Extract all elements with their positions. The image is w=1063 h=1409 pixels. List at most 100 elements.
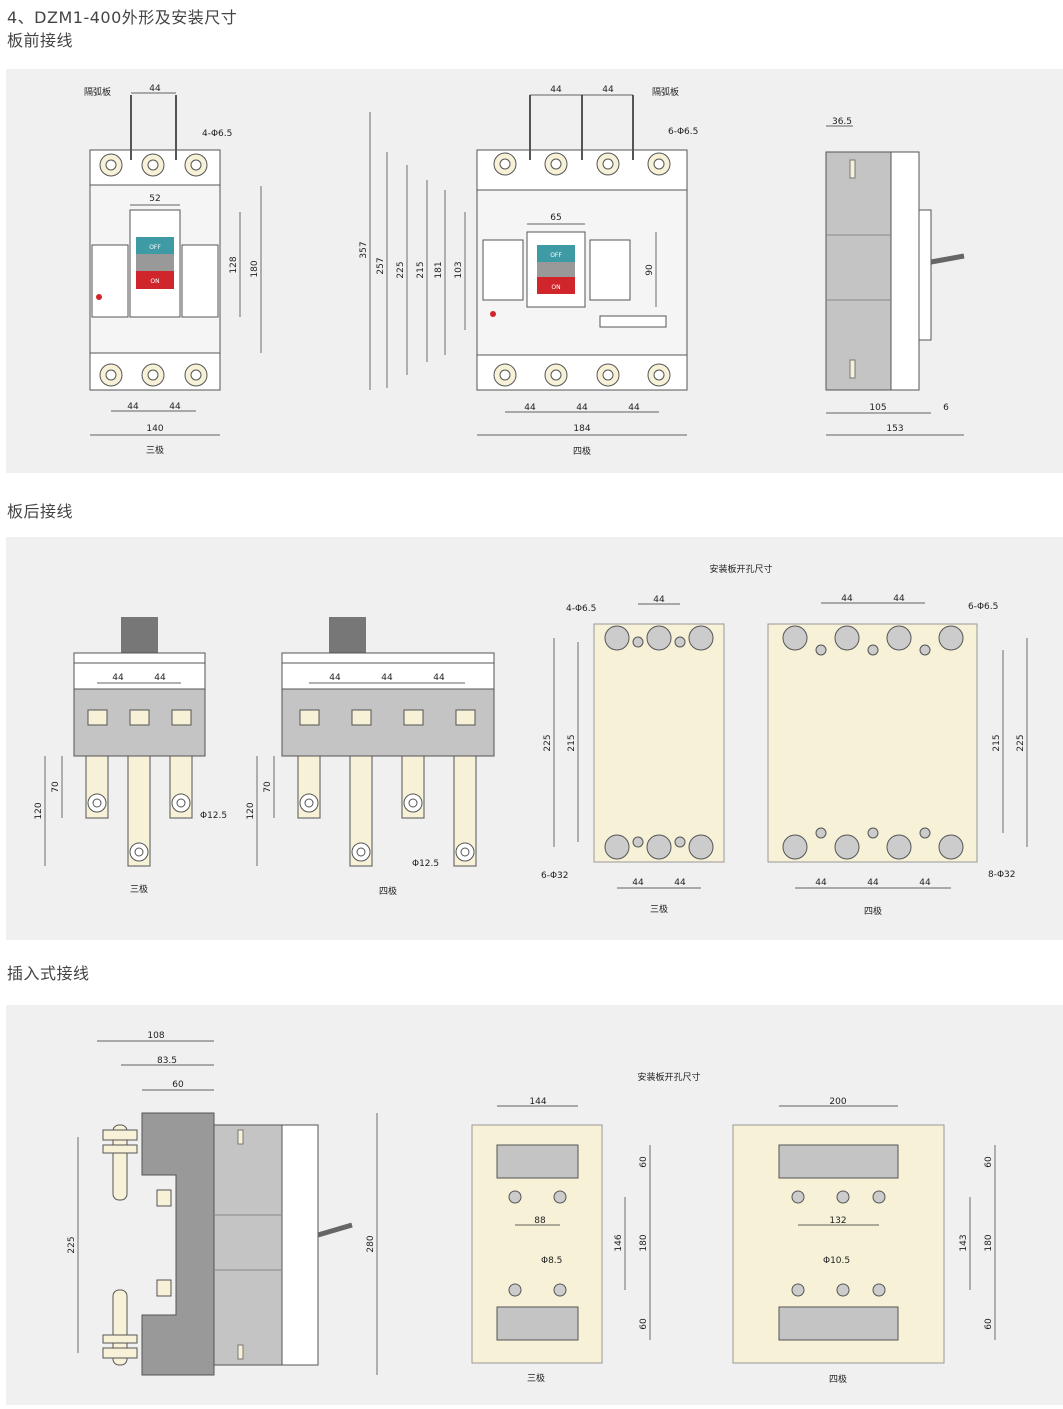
four-pole-caption: 四极 [379,885,397,897]
rear-four-pole-drawing: 44 44 44 120 70 Φ12.5 四极 [246,617,495,897]
section-title: 4、DZM1-400外形及安装尺寸 [7,8,238,27]
dim-215: 215 [992,734,1002,751]
mounting-holes-label: 4-Φ6.5 [202,129,232,139]
rear-cutout-title: 安装板开孔尺寸 [709,563,772,575]
dim-bottom-pitch-2: 44 [867,878,879,888]
dim-146: 146 [614,1234,624,1251]
dim-top-pitch-1: 44 [841,594,853,604]
dim-215: 215 [416,261,426,278]
dim-pitch-1: 44 [524,403,536,413]
dim-180: 180 [639,1234,649,1251]
mounting-holes-label: 6-Φ6.5 [668,127,698,137]
dim-132: 132 [829,1216,846,1226]
dim-pitch-2: 44 [381,673,393,683]
rear-cutout-four-pole: 44 44 6-Φ6.5 215 225 8-Φ32 44 44 44 四极 [767,594,1028,917]
dim-128: 128 [229,256,239,273]
dim-215: 215 [567,734,577,751]
dim-90: 90 [645,264,655,276]
bolt-diameter-label: Φ12.5 [200,811,227,821]
dim-120: 120 [34,802,44,819]
dim-pitch-2: 44 [576,403,588,413]
three-pole-caption: 三极 [527,1372,545,1384]
dim-pitch-2: 44 [169,402,181,412]
four-pole-caption: 四极 [573,445,591,457]
dim-bottom-60: 60 [639,1318,649,1330]
dim-225: 225 [1016,734,1026,751]
arc-barrier-label: 隔弧板 [652,86,679,98]
plugin-side-drawing: 108 83.5 60 225 280 [67,1031,378,1376]
dim-width-140: 140 [146,424,163,434]
off-label: OFF [149,244,161,251]
dim-144: 144 [529,1097,546,1107]
small-holes-label: 6-Φ6.5 [968,602,998,612]
front-four-pole-drawing: OFF ON 44 44 隔弧板 6-Φ6.5 65 90 357 257 22… [359,85,698,457]
dim-pitch-3: 44 [433,673,445,683]
dim-pitch-1: 44 [329,673,341,683]
dim-bottom-pitch-1: 44 [632,878,644,888]
plugin-cutout-four-pole: 200 132 Φ10.5 60 143 180 60 四极 [732,1097,996,1385]
on-label: ON [150,278,159,285]
front-wiring-heading: 板前接线 [7,31,74,50]
dim-225: 225 [396,261,406,278]
dim-pitch-1: 44 [127,402,139,412]
rear-three-pole-drawing: 44 44 120 70 Φ12.5 三极 [34,617,227,895]
dim-83-5: 83.5 [157,1056,177,1066]
dim-bottom-pitch-1: 44 [815,878,827,888]
plugin-cutout-title: 安装板开孔尺寸 [637,1071,700,1083]
dim-top-pitch-2: 44 [893,594,905,604]
dim-36-5: 36.5 [832,117,852,127]
dim-6: 6 [943,403,949,413]
dim-bottom-60: 60 [984,1318,994,1330]
dim-180: 180 [250,260,260,277]
dim-70: 70 [263,781,273,793]
dim-top-pitch: 44 [149,84,161,94]
dim-357: 357 [359,241,369,258]
dim-bottom-pitch-2: 44 [674,878,686,888]
dim-pitch-3: 44 [628,403,640,413]
dim-top-pitch-2: 44 [602,85,614,95]
three-pole-caption: 三极 [146,444,164,456]
dim-top-pitch: 44 [653,595,665,605]
dim-top-60: 60 [984,1156,994,1168]
dim-width-184: 184 [573,424,590,434]
small-holes-label: 4-Φ6.5 [566,604,596,614]
dim-top-pitch-1: 44 [550,85,562,95]
rear-cutout-three-pole: 4-Φ6.5 44 225 215 6-Φ32 44 44 三极 [541,595,725,915]
plugin-wiring-heading: 插入式接线 [7,964,90,983]
dim-257: 257 [376,257,386,274]
dim-225: 225 [543,734,553,751]
dim-70: 70 [51,781,61,793]
dim-225: 225 [67,1236,77,1253]
dim-bottom-pitch-3: 44 [919,878,931,888]
dim-top-60: 60 [639,1156,649,1168]
dim-60: 60 [172,1080,184,1090]
dim-pitch-2: 44 [154,673,166,683]
hole-diameter-label: Φ10.5 [823,1256,850,1266]
rear-wiring-heading: 板后接线 [7,502,74,521]
dim-handle-width: 65 [550,213,561,223]
dim-handle-width: 52 [149,194,160,204]
on-label: ON [551,284,560,291]
front-side-view-drawing: 36.5 105 6 153 [825,117,965,436]
front-three-pole-drawing: OFF ON 隔弧板 44 4-Φ6.5 52 128 180 44 44 14… [84,84,262,456]
dim-180: 180 [984,1234,994,1251]
off-label: OFF [550,252,562,259]
dim-105: 105 [869,403,886,413]
four-pole-caption: 四极 [864,905,882,917]
dim-88: 88 [534,1216,546,1226]
three-pole-caption: 三极 [650,903,668,915]
dim-280: 280 [366,1235,376,1252]
dim-143: 143 [959,1234,969,1251]
large-holes-label: 6-Φ32 [541,871,569,881]
dim-120: 120 [246,802,256,819]
dim-200: 200 [829,1097,846,1107]
hole-diameter-label: Φ8.5 [541,1256,562,1266]
arc-barrier-label: 隔弧板 [84,86,111,98]
plugin-cutout-three-pole: 144 88 Φ8.5 60 146 180 60 三极 [471,1097,651,1384]
large-holes-label: 8-Φ32 [988,870,1016,880]
dim-103: 103 [454,261,464,278]
four-pole-caption: 四极 [829,1373,847,1385]
bolt-diameter-label: Φ12.5 [412,859,439,869]
dim-153: 153 [886,424,903,434]
